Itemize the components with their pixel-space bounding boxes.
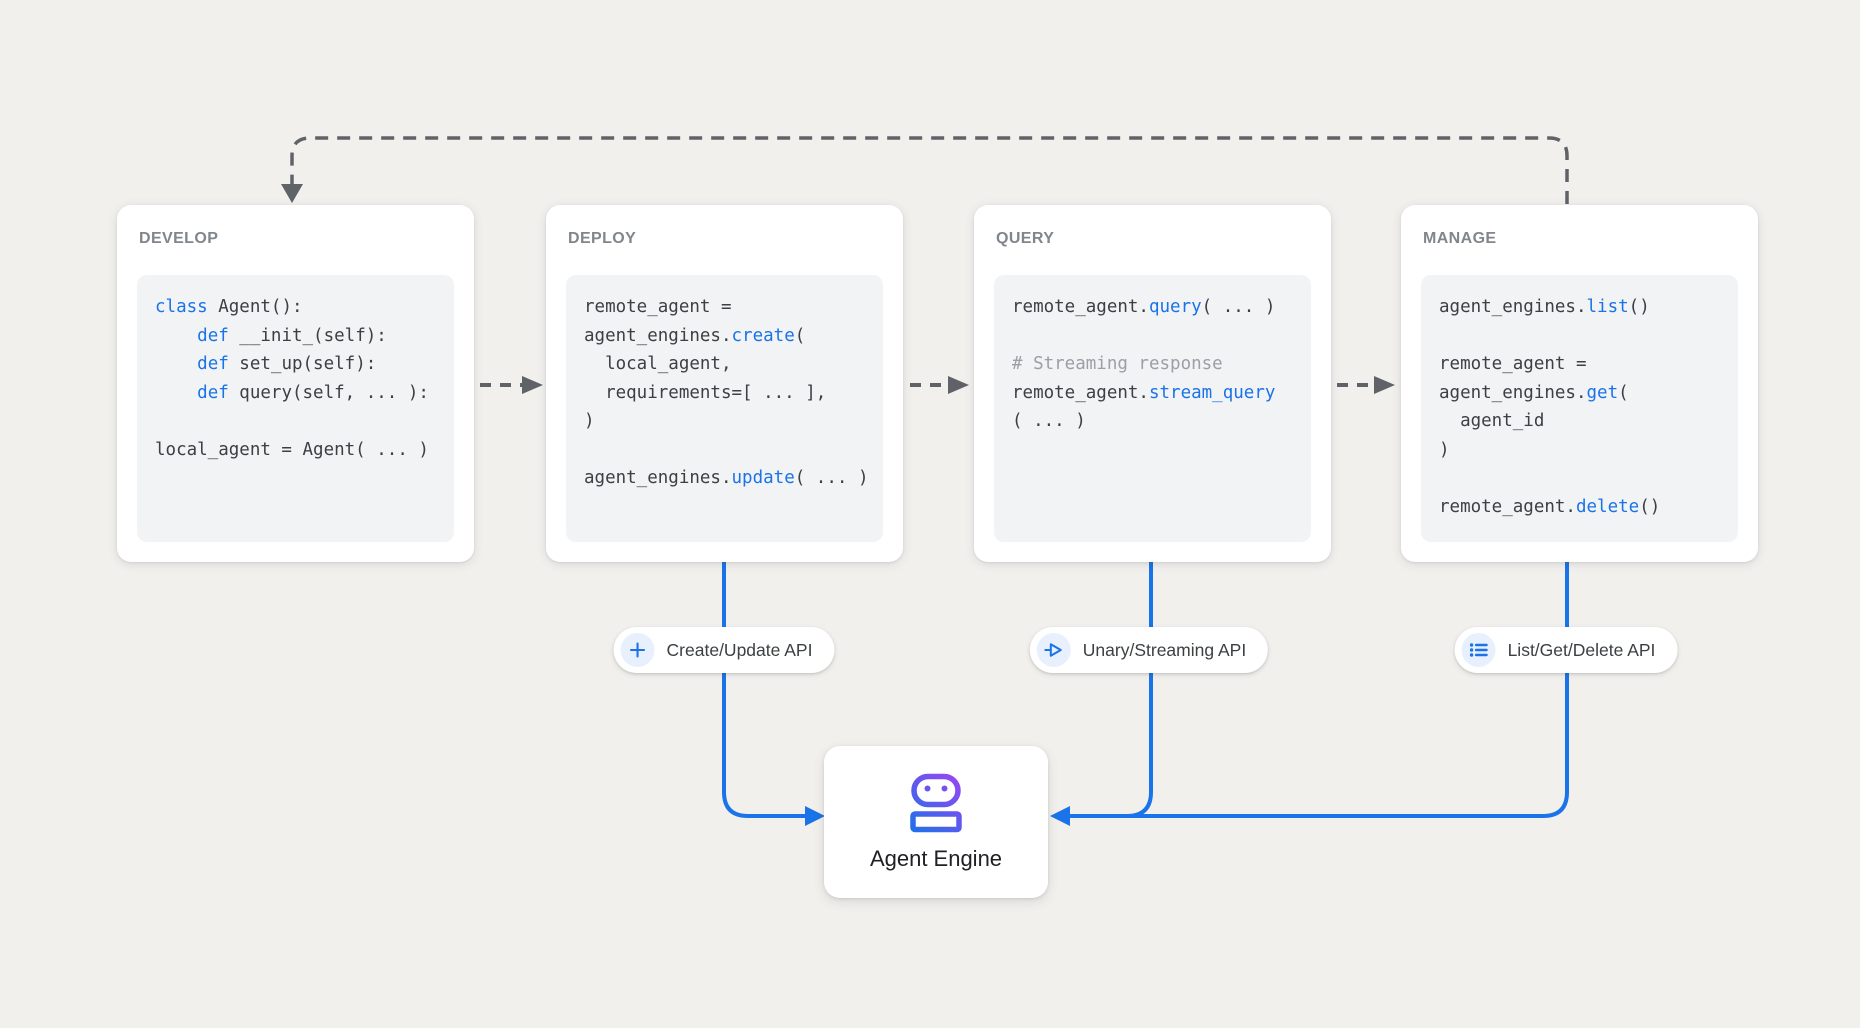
- code-line: remote_agent =: [1439, 354, 1587, 374]
- unary-streaming-line: [1070, 562, 1153, 818]
- unary-streaming-api-pill: Unary/Streaming API: [1029, 627, 1269, 673]
- list-icon: [1461, 633, 1496, 667]
- code-line: ): [1439, 439, 1450, 460]
- code-line: agent_engines.create(: [584, 325, 806, 346]
- deploy-code-block: remote_agent = agent_engines.create( loca…: [566, 275, 883, 542]
- create-update-arrowhead: [805, 806, 825, 826]
- loop-arrowhead-down: [281, 184, 303, 203]
- code-line: def query(self, ... ):: [197, 382, 429, 403]
- code-line: [1012, 322, 1293, 351]
- develop-code-block: class Agent(): def __init_(self): def se…: [137, 275, 454, 542]
- code-line: [155, 407, 436, 436]
- agent-engine-box: Agent Engine: [824, 746, 1048, 898]
- code-line: # Streaming response: [1012, 354, 1223, 374]
- code-line: [1439, 322, 1720, 351]
- code-line: def __init_(self):: [197, 325, 387, 346]
- manage-card-title: MANAGE: [1423, 230, 1497, 247]
- develop-card: DEVELOP class Agent(): def __init_(self)…: [117, 205, 474, 562]
- deploy-to-query-arrowhead: [948, 376, 969, 394]
- plus-icon: [620, 633, 655, 667]
- manage-code-block: agent_engines.list() remote_agent = agent_…: [1421, 275, 1738, 542]
- code-line: remote_agent =: [584, 297, 732, 317]
- list-get-delete-line: [1070, 562, 1569, 818]
- code-line: remote_agent.query( ... ): [1012, 297, 1276, 317]
- develop-to-deploy-arrowhead: [522, 376, 543, 394]
- manage-card: MANAGE agent_engines.list() remote_agent …: [1401, 205, 1758, 562]
- code-line: [584, 436, 865, 465]
- code-line: agent_engines.update( ... ): [584, 468, 869, 488]
- code-line: local_agent = Agent( ... ): [155, 439, 429, 460]
- code-line: ( ... ): [1012, 411, 1086, 431]
- query-manage-arrowhead: [1050, 806, 1070, 826]
- code-line: agent_engines.list(): [1439, 297, 1650, 317]
- query-code-block: remote_agent.query( ... ) # Streaming res…: [994, 275, 1311, 542]
- code-line: [1439, 464, 1720, 493]
- query-to-manage-arrowhead: [1374, 376, 1395, 394]
- agent-engine-label: Agent Engine: [869, 845, 1003, 871]
- manage-to-develop-loop-arrow: [290, 136, 1569, 204]
- list-get-delete-api-label: List/Get/Delete API: [1507, 639, 1656, 660]
- develop-card-title: DEVELOP: [139, 230, 219, 247]
- streaming-icon: [1036, 633, 1071, 667]
- code-line: def set_up(self):: [197, 354, 377, 374]
- code-line: remote_agent.delete(): [1439, 496, 1661, 517]
- robot-icon: [910, 773, 962, 832]
- code-line: local_agent,: [584, 354, 732, 374]
- code-line: agent_id: [1439, 411, 1545, 431]
- code-line: agent_engines.get(: [1439, 382, 1629, 403]
- query-card-title: QUERY: [996, 230, 1055, 247]
- code-line: class Agent():: [155, 297, 303, 317]
- code-line: requirements=[ ... ],: [584, 382, 827, 403]
- create-update-api-pill: Create/Update API: [613, 627, 835, 673]
- create-update-line: [722, 562, 805, 818]
- code-line: remote_agent.stream_query: [1012, 382, 1276, 403]
- unary-streaming-api-label: Unary/Streaming API: [1082, 639, 1247, 660]
- deploy-card-title: DEPLOY: [568, 230, 637, 247]
- query-card: QUERY remote_agent.query( ... ) # Streami…: [974, 205, 1331, 562]
- create-update-api-label: Create/Update API: [666, 639, 813, 660]
- list-get-delete-api-pill: List/Get/Delete API: [1454, 627, 1678, 673]
- deploy-card: DEPLOY remote_agent = agent_engines.creat…: [546, 205, 903, 562]
- code-line: ): [584, 411, 595, 431]
